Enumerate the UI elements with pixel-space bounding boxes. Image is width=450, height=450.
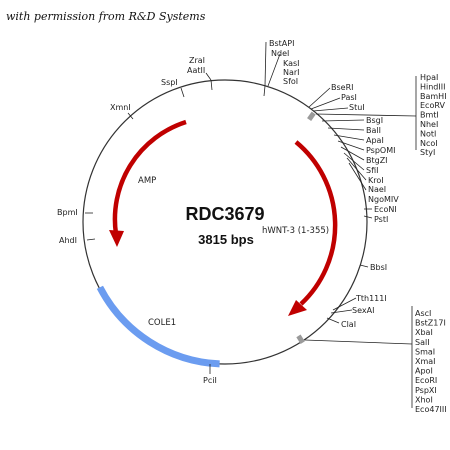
site-leader	[330, 309, 353, 314]
site-leader	[312, 107, 349, 112]
insert-arrow	[294, 140, 338, 306]
site-leader	[308, 87, 331, 108]
backbone-circle	[82, 79, 368, 365]
mcs-site-label: NheI	[420, 120, 438, 129]
site-leader	[346, 157, 367, 181]
mcs-site-label: HindIII	[420, 82, 445, 91]
cole1-label: COLE1	[148, 318, 176, 328]
mcs-site-label: StyI	[420, 148, 435, 157]
site-label: BpmI	[57, 208, 78, 217]
mcs-top-leader	[315, 113, 417, 117]
site-label: ApaI	[366, 136, 384, 145]
site-leader	[337, 140, 365, 151]
mcs-site-label: BamHI	[420, 92, 447, 101]
site-label: NarI	[283, 68, 300, 77]
site-label: SexAI	[352, 306, 374, 315]
plasmid-name: RDC3679	[185, 204, 264, 224]
site-label: BalI	[366, 126, 381, 135]
site-label: BsgI	[366, 116, 383, 125]
insert-label: hWNT-3 (1-355)	[262, 226, 329, 236]
mcs-site-label: EcoRV	[420, 101, 445, 110]
mcs-bottom-list: AscIBstZ17IXbaISalISmaIXmaIApoIEcoRIPspX…	[415, 309, 447, 414]
site-label: BstAPI	[269, 39, 294, 48]
site-label: NgoMIV	[368, 195, 399, 204]
site-label: SfiI	[366, 166, 378, 175]
site-label: PciI	[203, 376, 217, 385]
mcs-site-label: XmaI	[415, 357, 436, 366]
site-label: Tth111I	[355, 294, 387, 303]
site-tick	[86, 238, 96, 241]
amp-arrowhead	[109, 230, 124, 247]
site-label: ClaI	[341, 320, 356, 329]
mcs-site-label: Eco47III	[415, 405, 447, 414]
plasmid-size: 3815 bps	[198, 232, 254, 247]
site-label: BbsI	[370, 263, 387, 272]
mcs-site-label: ApoI	[415, 367, 433, 376]
site-label: BtgZI	[366, 156, 388, 165]
site-label: SfoI	[283, 77, 298, 86]
site-leader	[264, 41, 267, 87]
site-leader	[340, 146, 365, 161]
mcs-site-label: XhoI	[415, 395, 433, 404]
site-label: SspI	[161, 78, 178, 87]
site-leader	[333, 134, 365, 141]
site-label: PstI	[374, 215, 388, 224]
site-leader	[205, 72, 212, 81]
site-label: BseRI	[331, 83, 354, 92]
amp-arrow	[112, 119, 187, 235]
site-label: StuI	[349, 103, 365, 112]
mcs-site-label: NcoI	[420, 139, 438, 148]
site-leader	[321, 119, 365, 122]
mcs-site-label: SalI	[415, 338, 430, 347]
mcs-site-label: PspXI	[415, 386, 437, 395]
mcs-site-label: XbaI	[415, 328, 433, 337]
insert-arrowhead	[288, 300, 307, 316]
site-label: KroI	[368, 176, 384, 185]
site-leader	[327, 127, 365, 131]
site-leader	[343, 152, 365, 171]
mcs-bottom-leader	[304, 339, 413, 345]
site-leader	[348, 162, 367, 191]
mcs-site-label: NotI	[420, 129, 436, 138]
site-label: AatII	[187, 66, 205, 75]
site-label: EcoNI	[374, 205, 397, 214]
site-tick	[359, 264, 369, 268]
site-tick	[363, 215, 373, 219]
mcs-site-label: EcoRI	[415, 376, 437, 385]
mcs-top-list: HpaIHindIIIBamHIEcoRVBmtINheINotINcoISty…	[420, 73, 447, 157]
site-leader	[310, 97, 341, 110]
site-label: AhdI	[59, 236, 77, 245]
mcs-site-label: BstZ17I	[415, 319, 446, 328]
mcs-site-label: HpaI	[420, 73, 438, 82]
site-label: PspOMI	[366, 146, 396, 155]
site-label: NaeI	[368, 185, 386, 194]
amp-label: AMP	[138, 176, 156, 186]
site-label: XmnI	[110, 103, 131, 112]
credit-text: with permission from R&D Systems	[6, 10, 206, 23]
mcs-site-label: AscI	[415, 309, 431, 318]
site-leader	[332, 297, 357, 311]
site-leader	[267, 53, 281, 87]
mcs-site-label: BmtI	[420, 111, 439, 120]
site-label: NdeI	[271, 49, 289, 58]
site-tick	[180, 87, 185, 98]
site-tick	[210, 79, 213, 91]
mcs-site-label: SmaI	[415, 347, 435, 356]
mcs-top-marker	[307, 111, 316, 121]
site-tick	[127, 112, 134, 120]
site-label: KasI	[283, 59, 300, 68]
site-label: PasI	[341, 93, 357, 102]
site-leader	[326, 317, 340, 324]
site-label: ZraI	[189, 56, 205, 65]
cole1-segment	[96, 285, 220, 368]
site-tick	[263, 85, 266, 97]
mcs-bottom-marker	[296, 334, 305, 344]
